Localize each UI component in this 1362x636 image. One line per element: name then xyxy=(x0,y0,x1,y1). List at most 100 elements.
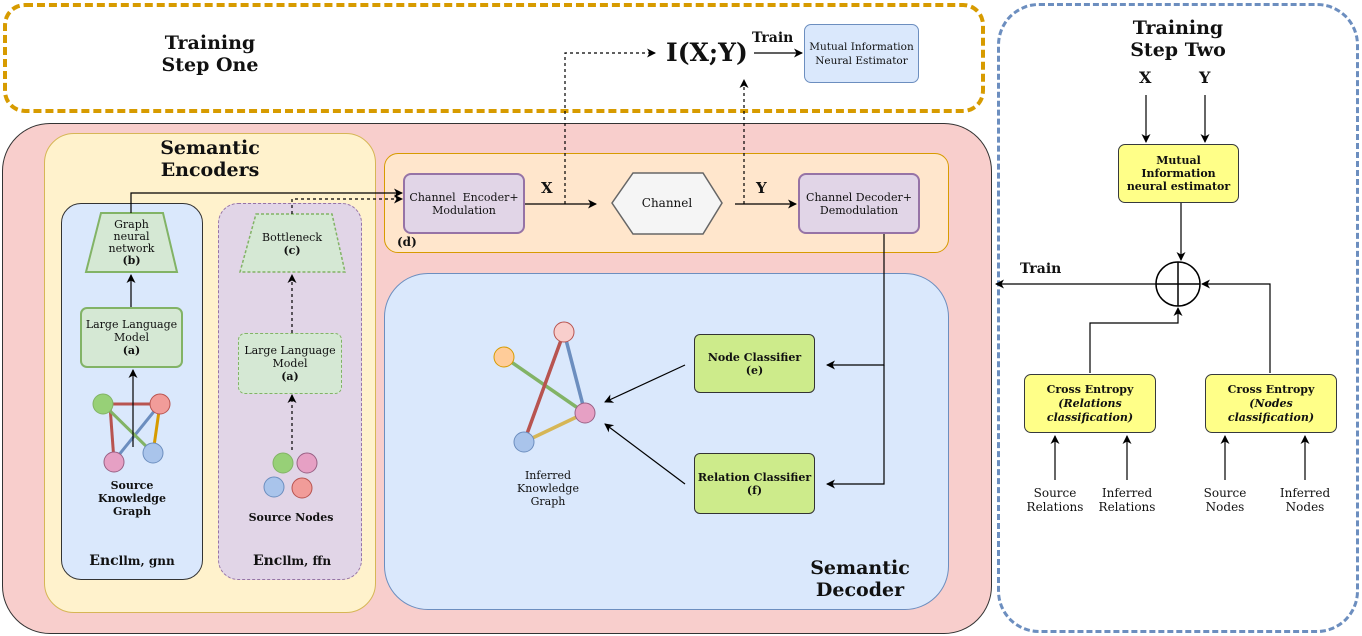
cross-entropy-nodes-box: Cross Entropy (Nodes classification) xyxy=(1205,374,1337,433)
llm-box-left: Large Language Model (a) xyxy=(80,307,183,368)
training-step-one-frame xyxy=(3,3,985,113)
semantic-encoders-title-line1: Semantic xyxy=(160,137,260,159)
semantic-decoder-panel xyxy=(384,273,949,610)
channel-decoder-demodulation: Channel Decoder+ Demodulation xyxy=(798,173,920,234)
channel-label: Channel xyxy=(641,195,693,210)
step-two-x-label: X xyxy=(1139,68,1152,87)
ikg-line3: Graph xyxy=(530,494,566,508)
channel-encoder-line1: Channel Encoder+ xyxy=(409,190,519,204)
src-rel-line1: Source xyxy=(1033,486,1077,500)
step-one-title-line2: Step One xyxy=(161,54,259,76)
node-classifier-line1: Node Classifier xyxy=(707,350,802,364)
training-step-two-frame xyxy=(997,3,1359,633)
relation-classifier-line2: (f) xyxy=(746,483,763,497)
node-classifier-box: Node Classifier (e) xyxy=(694,334,815,393)
semantic-decoder-title-line2: Decoder xyxy=(815,579,905,601)
gnn-label-line2: neural xyxy=(113,230,150,243)
inferred-relations-label: Inferred Relations xyxy=(1085,483,1169,517)
src-nodes-line1: Source xyxy=(1203,486,1247,500)
y-signal-label: Y xyxy=(756,179,767,197)
inf-nodes-line1: Inferred xyxy=(1279,486,1331,500)
source-nodes-step-two-label: Source Nodes xyxy=(1186,483,1264,517)
llm-left-line3: (a) xyxy=(122,344,141,357)
enc-llm-ffn-main: Enc xyxy=(252,553,283,569)
training-step-two-title: Training Step Two xyxy=(1108,16,1248,62)
gnn-label-line4: (b) xyxy=(122,254,141,267)
llm-left-line1: Large Language xyxy=(85,318,178,331)
ce-rel-line1: Cross Entropy xyxy=(1046,382,1134,396)
inferred-knowledge-graph-label: Inferred Knowledge Graph xyxy=(498,467,598,509)
source-knowledge-graph-nodes xyxy=(92,393,171,473)
channel-hexagon xyxy=(611,172,723,235)
gnn-label-line1: Graph xyxy=(114,218,149,231)
step-one-title-line1: Training xyxy=(164,32,256,54)
mine-step-two-line1: Mutual xyxy=(1156,154,1201,167)
gnn-label: Graph neural network (b) xyxy=(86,214,177,272)
enc-llm-gnn-sub: llm, gnn xyxy=(118,554,175,568)
bottleneck-label: Bottleneck (c) xyxy=(241,224,343,264)
mine-top-line2: Neural Estimator xyxy=(815,54,908,67)
x-signal-label: X xyxy=(541,179,553,197)
semantic-encoders-title-line2: Encoders xyxy=(160,159,260,181)
gnn-label-line3: network xyxy=(108,242,155,255)
llm-right-line1: Large Language xyxy=(244,344,336,357)
enc-llm-gnn-main: Enc xyxy=(89,553,119,569)
source-knowledge-graph-label: Source Knowledge Graph xyxy=(82,477,182,519)
mine-top-train-label: Train xyxy=(752,30,794,46)
mine-step-two-line2: Information xyxy=(1141,167,1216,180)
bottleneck-line1: Bottleneck xyxy=(262,231,322,244)
skg-line1: Source xyxy=(110,478,154,492)
channel-encoder-line2: Modulation xyxy=(432,203,496,217)
mine-top-box: Mutual Information Neural Estimator xyxy=(804,24,919,83)
ikg-line2: Knowledge xyxy=(517,481,579,495)
cross-entropy-relations-box: Cross Entropy (Relations classification) xyxy=(1024,374,1156,433)
src-rel-line2: Relations xyxy=(1026,500,1084,514)
ce-nodes-line1: Cross Entropy xyxy=(1227,382,1315,396)
inf-rel-line1: Inferred xyxy=(1101,486,1153,500)
inf-rel-line2: Relations xyxy=(1098,500,1156,514)
channel-decoder-line2: Demodulation xyxy=(819,203,899,217)
inferred-knowledge-graph-edges xyxy=(503,331,587,444)
mutual-information-formula: I(X;Y) xyxy=(666,38,748,67)
llm-right-line3: (a) xyxy=(281,370,299,383)
mine-top-line1: Mutual Information xyxy=(809,40,914,53)
ce-nodes-line2: (Nodes xyxy=(1249,396,1293,410)
mine-step-two-box: Mutual Information neural estimator xyxy=(1118,144,1239,203)
gnn-trapezoid xyxy=(84,212,179,273)
bottleneck-line2: (c) xyxy=(283,244,301,257)
channel-decoder-line1: Channel Decoder+ xyxy=(806,190,912,204)
training-step-one-title: Training Step One xyxy=(140,31,280,77)
skg-line3: Graph xyxy=(112,504,151,518)
step-two-title-line1: Training xyxy=(1132,17,1224,39)
semantic-decoder-title: Semantic Decoder xyxy=(790,556,930,602)
source-nodes-label: Source Nodes xyxy=(248,510,334,524)
node-classifier-line2: (e) xyxy=(745,363,764,377)
semantic-encoders-title: Semantic Encoders xyxy=(140,136,280,182)
llm-box-right: Large Language Model (a) xyxy=(238,333,342,394)
inferred-knowledge-graph-nodes xyxy=(493,321,596,453)
llm-right-line2: Model xyxy=(272,357,308,370)
skg-line2: Knowledge xyxy=(98,491,166,505)
inf-nodes-line2: Nodes xyxy=(1285,500,1325,514)
channel-encoder-modulation: Channel Encoder+ Modulation xyxy=(403,173,525,234)
step-two-title-line2: Step Two xyxy=(1130,39,1226,61)
semantic-decoder-title-line1: Semantic xyxy=(810,557,910,579)
inferred-nodes-label: Inferred Nodes xyxy=(1266,483,1344,517)
enc-llm-ffn-sub: llm, ffn xyxy=(282,554,332,568)
bottleneck-trapezoid xyxy=(239,213,346,273)
ikg-line1: Inferred xyxy=(524,468,572,482)
relation-classifier-box: Relation Classifier (f) xyxy=(694,453,815,514)
mine-step-two-line3: neural estimator xyxy=(1126,180,1231,193)
step-two-y-label: Y xyxy=(1199,68,1211,87)
src-nodes-line2: Nodes xyxy=(1205,500,1245,514)
step-two-train-label: Train xyxy=(1020,261,1062,277)
ce-rel-line2: (Relations xyxy=(1058,396,1122,410)
llm-left-line2: Model xyxy=(114,331,149,344)
source-relations-label: Source Relations xyxy=(1015,483,1095,517)
source-nodes-cluster xyxy=(263,452,318,499)
ce-rel-line3: classification) xyxy=(1046,410,1134,424)
relation-classifier-line1: Relation Classifier xyxy=(697,470,812,484)
